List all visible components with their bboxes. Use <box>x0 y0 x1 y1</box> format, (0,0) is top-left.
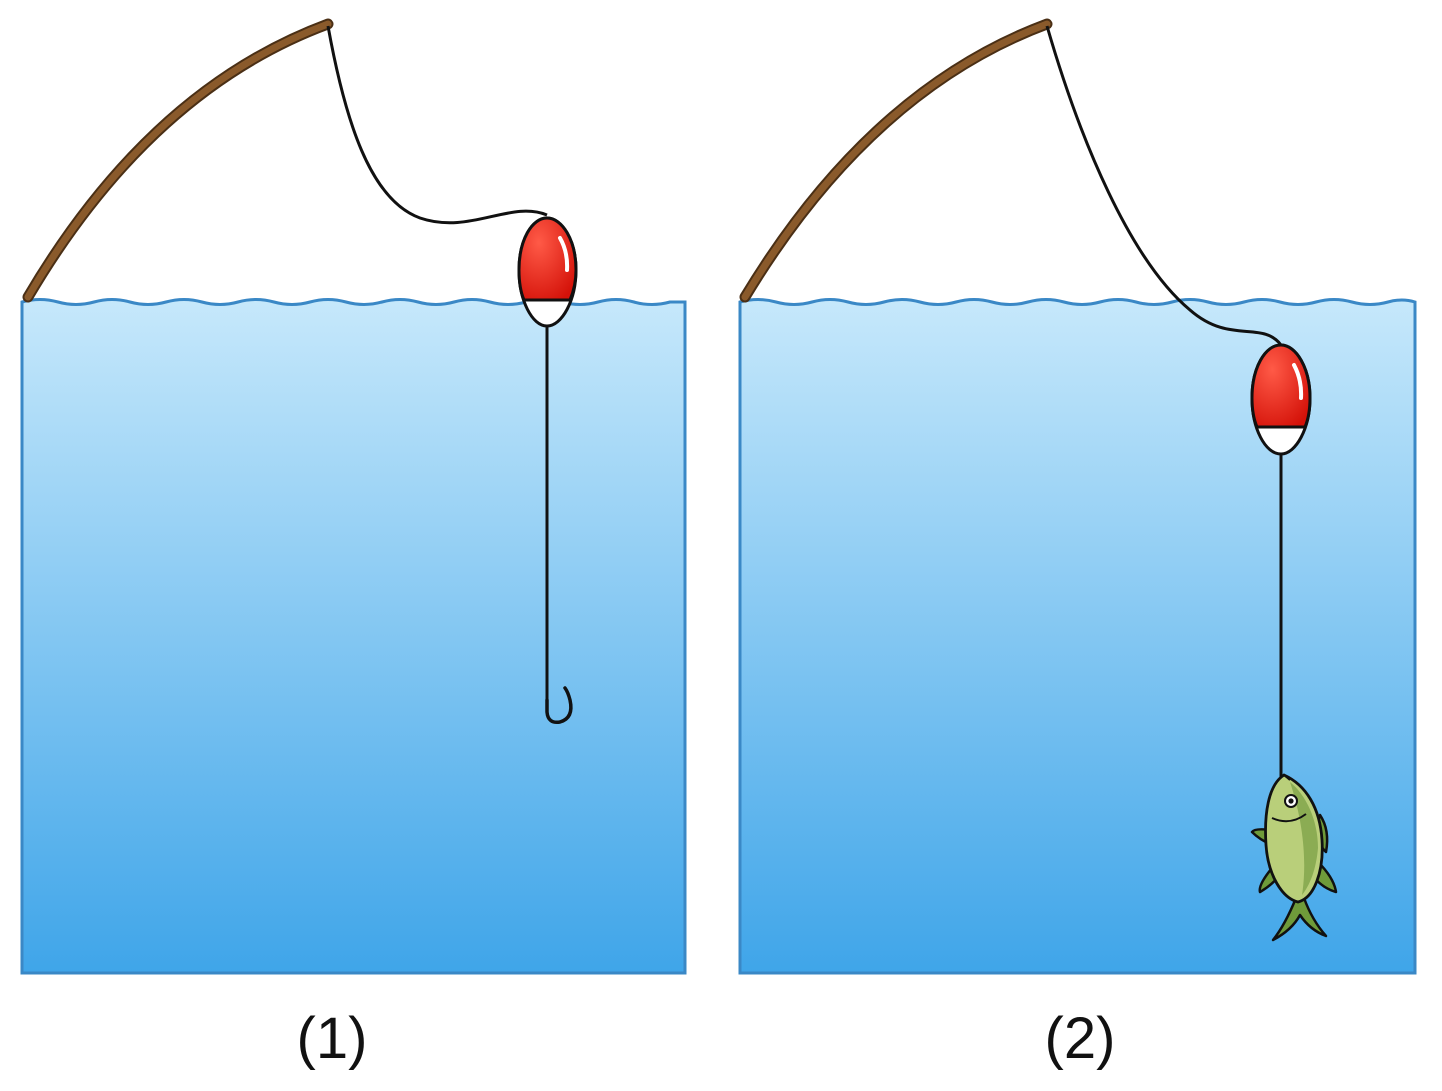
panel-1: (1) <box>20 18 687 1071</box>
water-body-2 <box>738 298 1417 975</box>
panel-label-2: (2) <box>1045 1006 1116 1071</box>
fishing-float-icon <box>517 216 578 328</box>
fish-hook-icon <box>545 686 573 725</box>
panel-2: (2) <box>738 18 1417 1071</box>
fishing-line-2 <box>1045 25 1283 346</box>
water-body-1 <box>20 298 687 975</box>
fishing-rod-icon <box>22 18 334 303</box>
panel-label-1: (1) <box>297 1006 368 1071</box>
fishing-line-1 <box>326 25 548 225</box>
fishing-float-icon <box>1250 343 1312 456</box>
fish-icon <box>1250 773 1338 942</box>
fishing-rod-icon <box>739 18 1053 303</box>
